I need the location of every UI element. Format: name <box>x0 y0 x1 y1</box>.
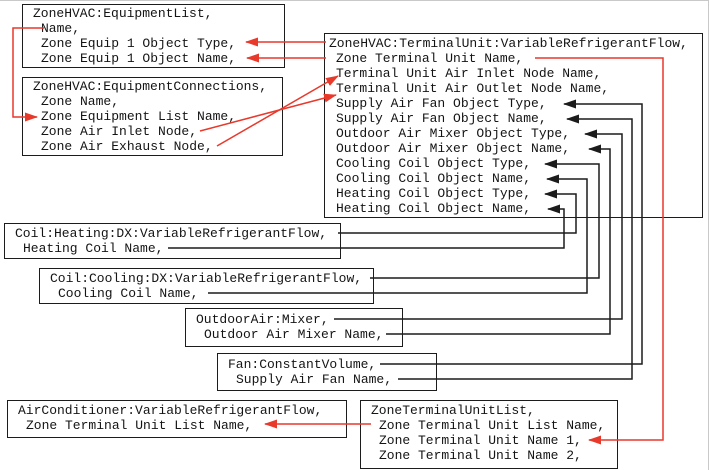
field-zone-terminal-unit-list-name: Zone Terminal Unit List Name, <box>379 418 606 433</box>
field-zone-air-inlet-node: Zone Air Inlet Node, <box>41 124 198 139</box>
field-zone-equipment-list-name: Zone Equipment List Name, <box>41 109 237 124</box>
object-class-name: OutdoorAir:Mixer, <box>196 312 329 327</box>
field-outdoor-air-mixer-object-type: Outdoor Air Mixer Object Type, <box>336 126 571 141</box>
field-zone-equip-1-object-name: Zone Equip 1 Object Name, <box>41 51 237 66</box>
field-zone-equip-1-object-type: Zone Equip 1 Object Type, <box>41 36 237 51</box>
field-outdoor-air-mixer-object-name: Outdoor Air Mixer Object Name, <box>336 141 571 156</box>
box-coil-heating-dx-vrf: Coil:Heating:DX:VariableRefrigerantFlow,… <box>4 223 341 259</box>
object-class-name: ZoneHVAC:EquipmentConnections, <box>33 79 268 94</box>
box-air-conditioner-vrf: AirConditioner:VariableRefrigerantFlow, … <box>7 400 347 438</box>
box-zone-terminal-unit-list: ZoneTerminalUnitList, Zone Terminal Unit… <box>360 400 618 469</box>
box-zonehvac-equipment-connections: ZoneHVAC:EquipmentConnections, Zone Name… <box>22 77 283 156</box>
field-heating-coil-object-name: Heating Coil Object Name, <box>336 201 532 216</box>
field-name: Name, <box>41 21 81 36</box>
field-cooling-coil-name: Cooling Coil Name, <box>58 286 199 301</box>
box-zonehvac-terminal-unit-vrf: ZoneHVAC:TerminalUnit:VariableRefrigeran… <box>324 33 703 218</box>
field-zone-air-exhaust-node: Zone Air Exhaust Node, <box>41 139 213 154</box>
object-class-name: Coil:Heating:DX:VariableRefrigerantFlow, <box>15 226 328 241</box>
field-cooling-coil-object-name: Cooling Coil Object Name, <box>336 171 532 186</box>
field-terminal-unit-air-inlet-node-name: Terminal Unit Air Inlet Node Name, <box>336 66 602 81</box>
box-outdoor-air-mixer: OutdoorAir:Mixer, Outdoor Air Mixer Name… <box>185 308 403 347</box>
box-coil-cooling-dx-vrf: Coil:Cooling:DX:VariableRefrigerantFlow,… <box>39 268 374 304</box>
object-class-name: AirConditioner:VariableRefrigerantFlow, <box>18 403 323 418</box>
field-zone-terminal-unit-name: Zone Terminal Unit Name, <box>336 51 524 66</box>
field-supply-air-fan-object-name: Supply Air Fan Object Name, <box>336 111 547 126</box>
field-supply-air-fan-object-type: Supply Air Fan Object Type, <box>336 96 547 111</box>
field-heating-coil-object-type: Heating Coil Object Type, <box>336 186 532 201</box>
field-terminal-unit-air-outlet-node-name: Terminal Unit Air Outlet Node Name, <box>336 81 610 96</box>
box-fan-constant-volume: Fan:ConstantVolume, Supply Air Fan Name, <box>217 353 437 391</box>
object-class-name: ZoneHVAC:TerminalUnit:VariableRefrigeran… <box>329 36 688 51</box>
field-heating-coil-name: Heating Coil Name, <box>23 241 164 256</box>
field-zone-terminal-unit-name-2: Zone Terminal Unit Name 2, <box>379 448 582 463</box>
object-class-name: Fan:ConstantVolume, <box>228 357 377 372</box>
object-class-name: ZoneTerminalUnitList, <box>371 403 535 418</box>
field-outdoor-air-mixer-name: Outdoor Air Mixer Name, <box>204 327 384 342</box>
box-zonehvac-equipment-list: ZoneHVAC:EquipmentList, Name, Zone Equip… <box>22 4 285 68</box>
field-zone-terminal-unit-list-name: Zone Terminal Unit List Name, <box>26 418 253 433</box>
field-cooling-coil-object-type: Cooling Coil Object Type, <box>336 156 532 171</box>
object-class-name: Coil:Cooling:DX:VariableRefrigerantFlow, <box>50 271 363 286</box>
object-class-name: ZoneHVAC:EquipmentList, <box>33 6 213 21</box>
field-zone-terminal-unit-name-1: Zone Terminal Unit Name 1, <box>379 433 582 448</box>
field-zone-name: Zone Name, <box>41 94 120 109</box>
field-supply-air-fan-name: Supply Air Fan Name, <box>236 372 393 387</box>
